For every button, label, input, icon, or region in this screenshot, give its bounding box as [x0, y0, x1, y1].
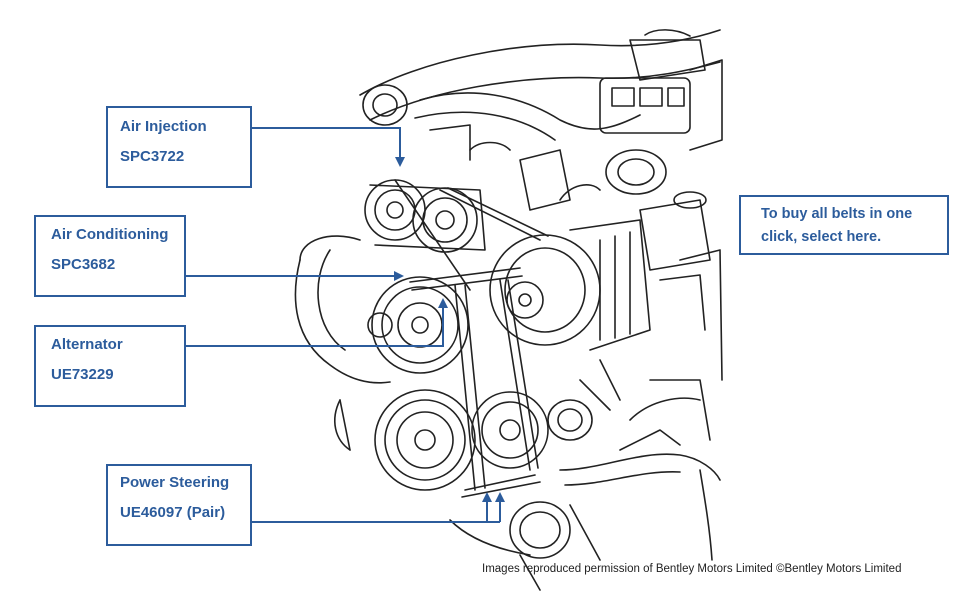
callout-part-number: UE46097 (Pair) [120, 504, 226, 521]
power-steering-callout[interactable]: Power Steering UE46097 (Pair) [106, 464, 252, 546]
callout-label: Alternator [51, 336, 123, 353]
callout-part-number: SPC3722 [120, 148, 185, 165]
callout-part-number: UE73229 [51, 366, 114, 383]
buy-all-belts-button[interactable]: To buy all belts in one click, select he… [739, 195, 949, 255]
alternator-callout[interactable]: Alternator UE73229 [34, 325, 186, 407]
callout-part-number: SPC3682 [51, 256, 116, 273]
callout-label: Power Steering [120, 474, 230, 491]
image-credit: Images reproduced permission of Bentley … [482, 563, 902, 575]
air-conditioning-callout[interactable]: Air Conditioning SPC3682 [34, 215, 186, 297]
alternator-connector [186, 298, 448, 347]
buy-all-line-2: click, select here. [761, 229, 882, 245]
air-injection-callout[interactable]: Air Injection SPC3722 [106, 106, 252, 188]
air-injection-connector [252, 127, 405, 167]
callout-label: Air Conditioning [51, 226, 169, 243]
buy-all-line-1: To buy all belts in one [761, 206, 913, 222]
callout-label: Air Injection [120, 118, 207, 135]
